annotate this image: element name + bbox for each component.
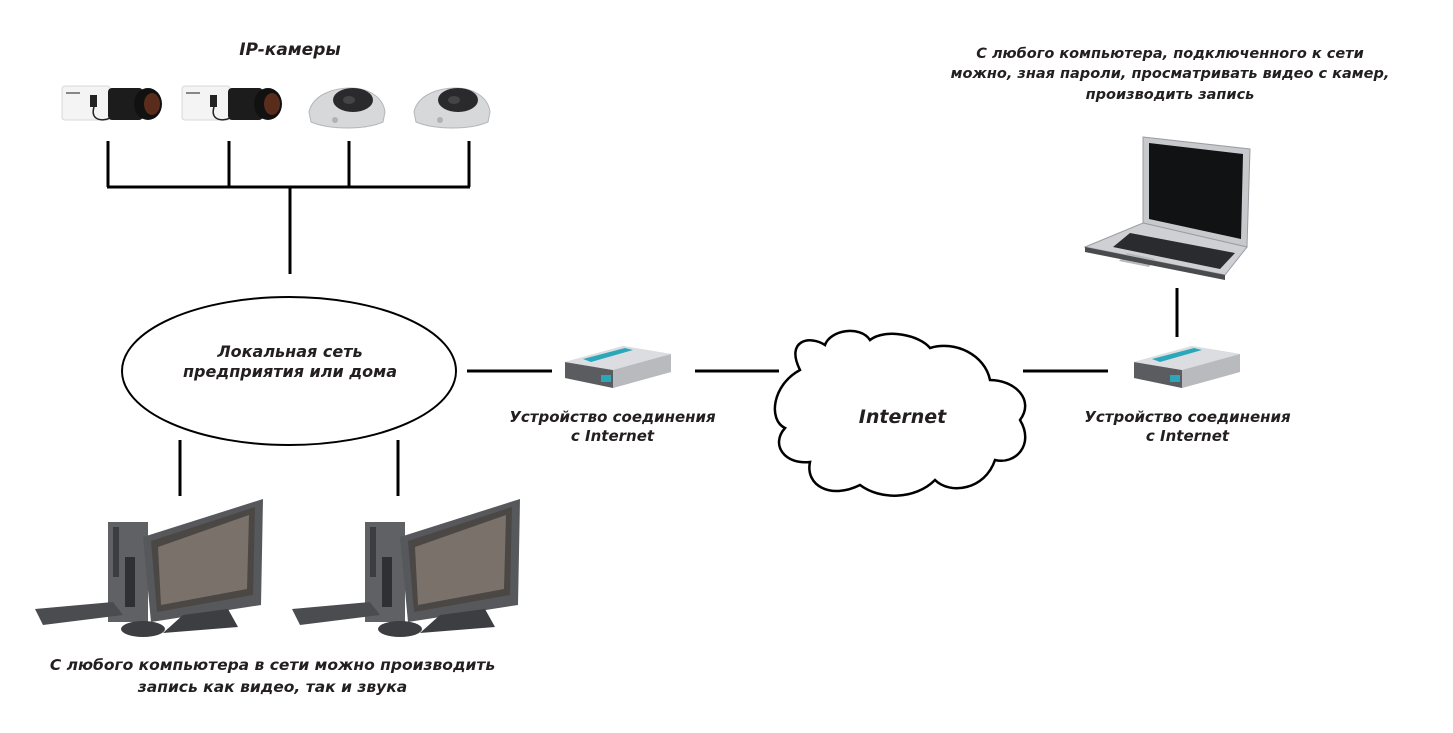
desktop-pc-icon xyxy=(35,499,263,637)
remote-note-line-2: можно, зная пароли, просматривать видео … xyxy=(950,66,1390,83)
router-left-label-line-1: Устройство соединения xyxy=(509,408,716,426)
router-right-label: Устройство соединения с Internet xyxy=(1065,408,1310,446)
remote-note-line-1: С любого компьютера, подключенного к сет… xyxy=(976,46,1364,62)
laptop-icon xyxy=(1083,136,1251,280)
dome-camera-icon xyxy=(308,87,386,129)
camera-bus xyxy=(106,141,471,274)
router-left-label-line-2: с Internet xyxy=(570,426,655,445)
router-right-label-line-2: с Internet xyxy=(1145,426,1230,445)
router-icon xyxy=(565,346,671,388)
lan-label-line-1: Локальная сеть xyxy=(217,342,363,361)
desktop-pc-icon xyxy=(292,499,520,637)
local-recording-note: С любого компьютера в сети можно произво… xyxy=(20,655,525,698)
internet-label: Internet xyxy=(858,406,947,428)
internet-cloud xyxy=(773,329,1027,497)
router-left-label: Устройство соединения с Internet xyxy=(490,408,735,446)
remote-note-line-3: производить запись xyxy=(1085,86,1255,103)
router-icon xyxy=(1134,346,1240,388)
dome-camera-icon xyxy=(413,87,491,129)
router-right-label-line-1: Устройство соединения xyxy=(1084,408,1291,426)
cameras-label: IP-камеры xyxy=(239,40,341,60)
local-note-line-1: С любого компьютера в сети можно произво… xyxy=(49,656,496,674)
local-note-line-2: запись как видео, так и звука xyxy=(137,677,408,696)
remote-access-note: С любого компьютера, подключенного к сет… xyxy=(905,44,1435,105)
box-camera-icon xyxy=(181,85,282,121)
box-camera-icon xyxy=(61,85,162,121)
lan-label: Локальная сеть предприятия или дома xyxy=(150,342,430,382)
lan-ellipse xyxy=(121,296,457,446)
lan-label-line-2: предприятия или дома xyxy=(182,362,398,381)
